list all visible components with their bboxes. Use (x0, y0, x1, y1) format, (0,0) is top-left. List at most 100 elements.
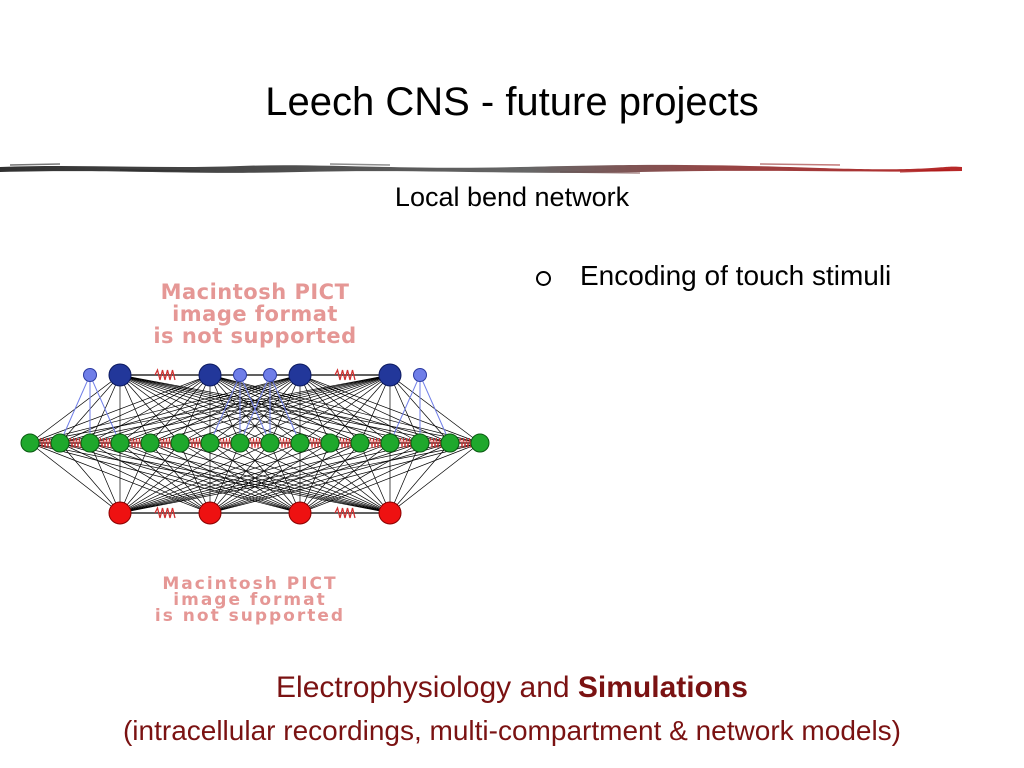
motor-connection (59, 442, 301, 514)
motor-connection (209, 442, 391, 514)
motor-connection (29, 442, 391, 514)
interneuron-node (140, 433, 160, 453)
motor-neuron-node (288, 501, 312, 525)
interneuron-node (170, 433, 190, 453)
interneuron-node (440, 433, 460, 453)
pressure-sensory-node (198, 363, 222, 387)
gap-junction-resistor (334, 368, 356, 381)
interneuron-gap-junction (158, 437, 172, 449)
motor-connection (89, 442, 301, 514)
interneuron-node (350, 433, 370, 453)
touch-sensory-connection (209, 374, 241, 444)
interneuron-gap-junction (68, 437, 82, 449)
touch-sensory-connection (89, 374, 121, 444)
footer-heading-prefix: Electrophysiology and (276, 671, 578, 704)
gap-junction-resistor (334, 506, 356, 519)
gap-junction-resistor (154, 368, 176, 381)
motor-connection (239, 442, 391, 514)
motor-connection (119, 442, 391, 514)
touch-sensory-node (263, 368, 277, 382)
interneuron-node (410, 433, 430, 453)
touch-sensory-connection (419, 374, 451, 444)
touch-sensory-connection (239, 374, 271, 444)
sensory-connection (59, 374, 301, 444)
interneuron-gap-junction (308, 437, 322, 449)
interneuron-gap-junction (278, 437, 292, 449)
pict-line-1: Macintosh PICT (160, 280, 350, 304)
interneuron-gap-junction (218, 437, 232, 449)
touch-sensory-node (413, 368, 427, 382)
motor-connection (269, 442, 391, 514)
bend-network-diagram (20, 363, 490, 525)
title-underline (0, 163, 962, 174)
motor-connection (59, 442, 391, 514)
motor-neuron-node (108, 501, 132, 525)
interneuron-node (50, 433, 70, 453)
sensory-connection (299, 374, 391, 444)
interneuron-node (380, 433, 400, 453)
interneuron-gap-junction (128, 437, 142, 449)
circle-bullet-icon (536, 270, 551, 286)
sensory-connection (29, 374, 301, 444)
motor-connection (89, 442, 211, 514)
pict-unsupported-placeholder-bottom: Macintosh PICT image format is not suppo… (110, 574, 390, 627)
pict-unsupported-placeholder-top: Macintosh PICT image format is not suppo… (120, 281, 390, 347)
touch-sensory-connection (59, 374, 91, 444)
interneuron-node (20, 433, 40, 453)
touch-sensory-connection (389, 374, 421, 444)
sensory-connection (359, 374, 391, 444)
interneuron-node (80, 433, 100, 453)
pict-line-2: image format (173, 590, 327, 611)
motor-connection (149, 442, 391, 514)
interneuron-node (320, 433, 340, 453)
pict-line-3: is not supported (154, 606, 346, 627)
motor-connection (29, 442, 301, 514)
motor-connection (359, 442, 391, 514)
diagram-subtitle: Local bend network (394, 182, 630, 212)
interneuron-gap-junction (458, 437, 472, 449)
sensory-connection (89, 374, 211, 444)
sensory-connection (329, 374, 391, 444)
interneuron-node (290, 433, 310, 453)
touch-sensory-node (83, 368, 97, 382)
interneuron-gap-junction (188, 437, 202, 449)
motor-connection (389, 442, 451, 514)
interneuron-gap-junction (98, 437, 112, 449)
sensory-connection (29, 374, 211, 444)
pict-line-2: image format (172, 302, 338, 327)
motor-connection (299, 442, 391, 514)
bullet-item: Encoding of touch stimuli (536, 259, 891, 293)
gap-junction-resistor (154, 506, 176, 519)
motor-neuron-node (378, 501, 402, 525)
interneuron-node (230, 433, 250, 453)
sensory-connection (239, 374, 391, 444)
motor-connection (89, 442, 121, 514)
interneuron-gap-junction (428, 437, 442, 449)
motor-connection (59, 442, 211, 514)
sensory-connection (59, 374, 211, 444)
motor-connection (29, 442, 211, 514)
interneuron-gap-junction (248, 437, 262, 449)
pict-line-3: is not supported (153, 324, 357, 349)
interneuron-gap-junction (368, 437, 382, 449)
motor-connection (329, 442, 391, 514)
touch-sensory-node (233, 368, 247, 382)
motor-neuron-node (198, 501, 222, 525)
motor-connection (89, 442, 391, 514)
footer-heading: Electrophysiology and Simulations (0, 668, 1024, 708)
interneuron-node (260, 433, 280, 453)
interneuron-gap-junction (38, 437, 52, 449)
motor-connection (179, 442, 391, 514)
motor-connection (59, 442, 121, 514)
interneuron-node (200, 433, 220, 453)
interneuron-gap-junction (338, 437, 352, 449)
interneuron-node (110, 433, 130, 453)
touch-sensory-connection (269, 374, 301, 444)
pict-line-1: Macintosh PICT (162, 574, 338, 594)
sensory-connection (269, 374, 391, 444)
slide-title: Leech CNS - future projects (265, 80, 759, 124)
pressure-sensory-node (288, 363, 312, 387)
motor-connection (29, 442, 121, 514)
interneuron-gap-junction (398, 437, 412, 449)
pressure-sensory-node (108, 363, 132, 387)
